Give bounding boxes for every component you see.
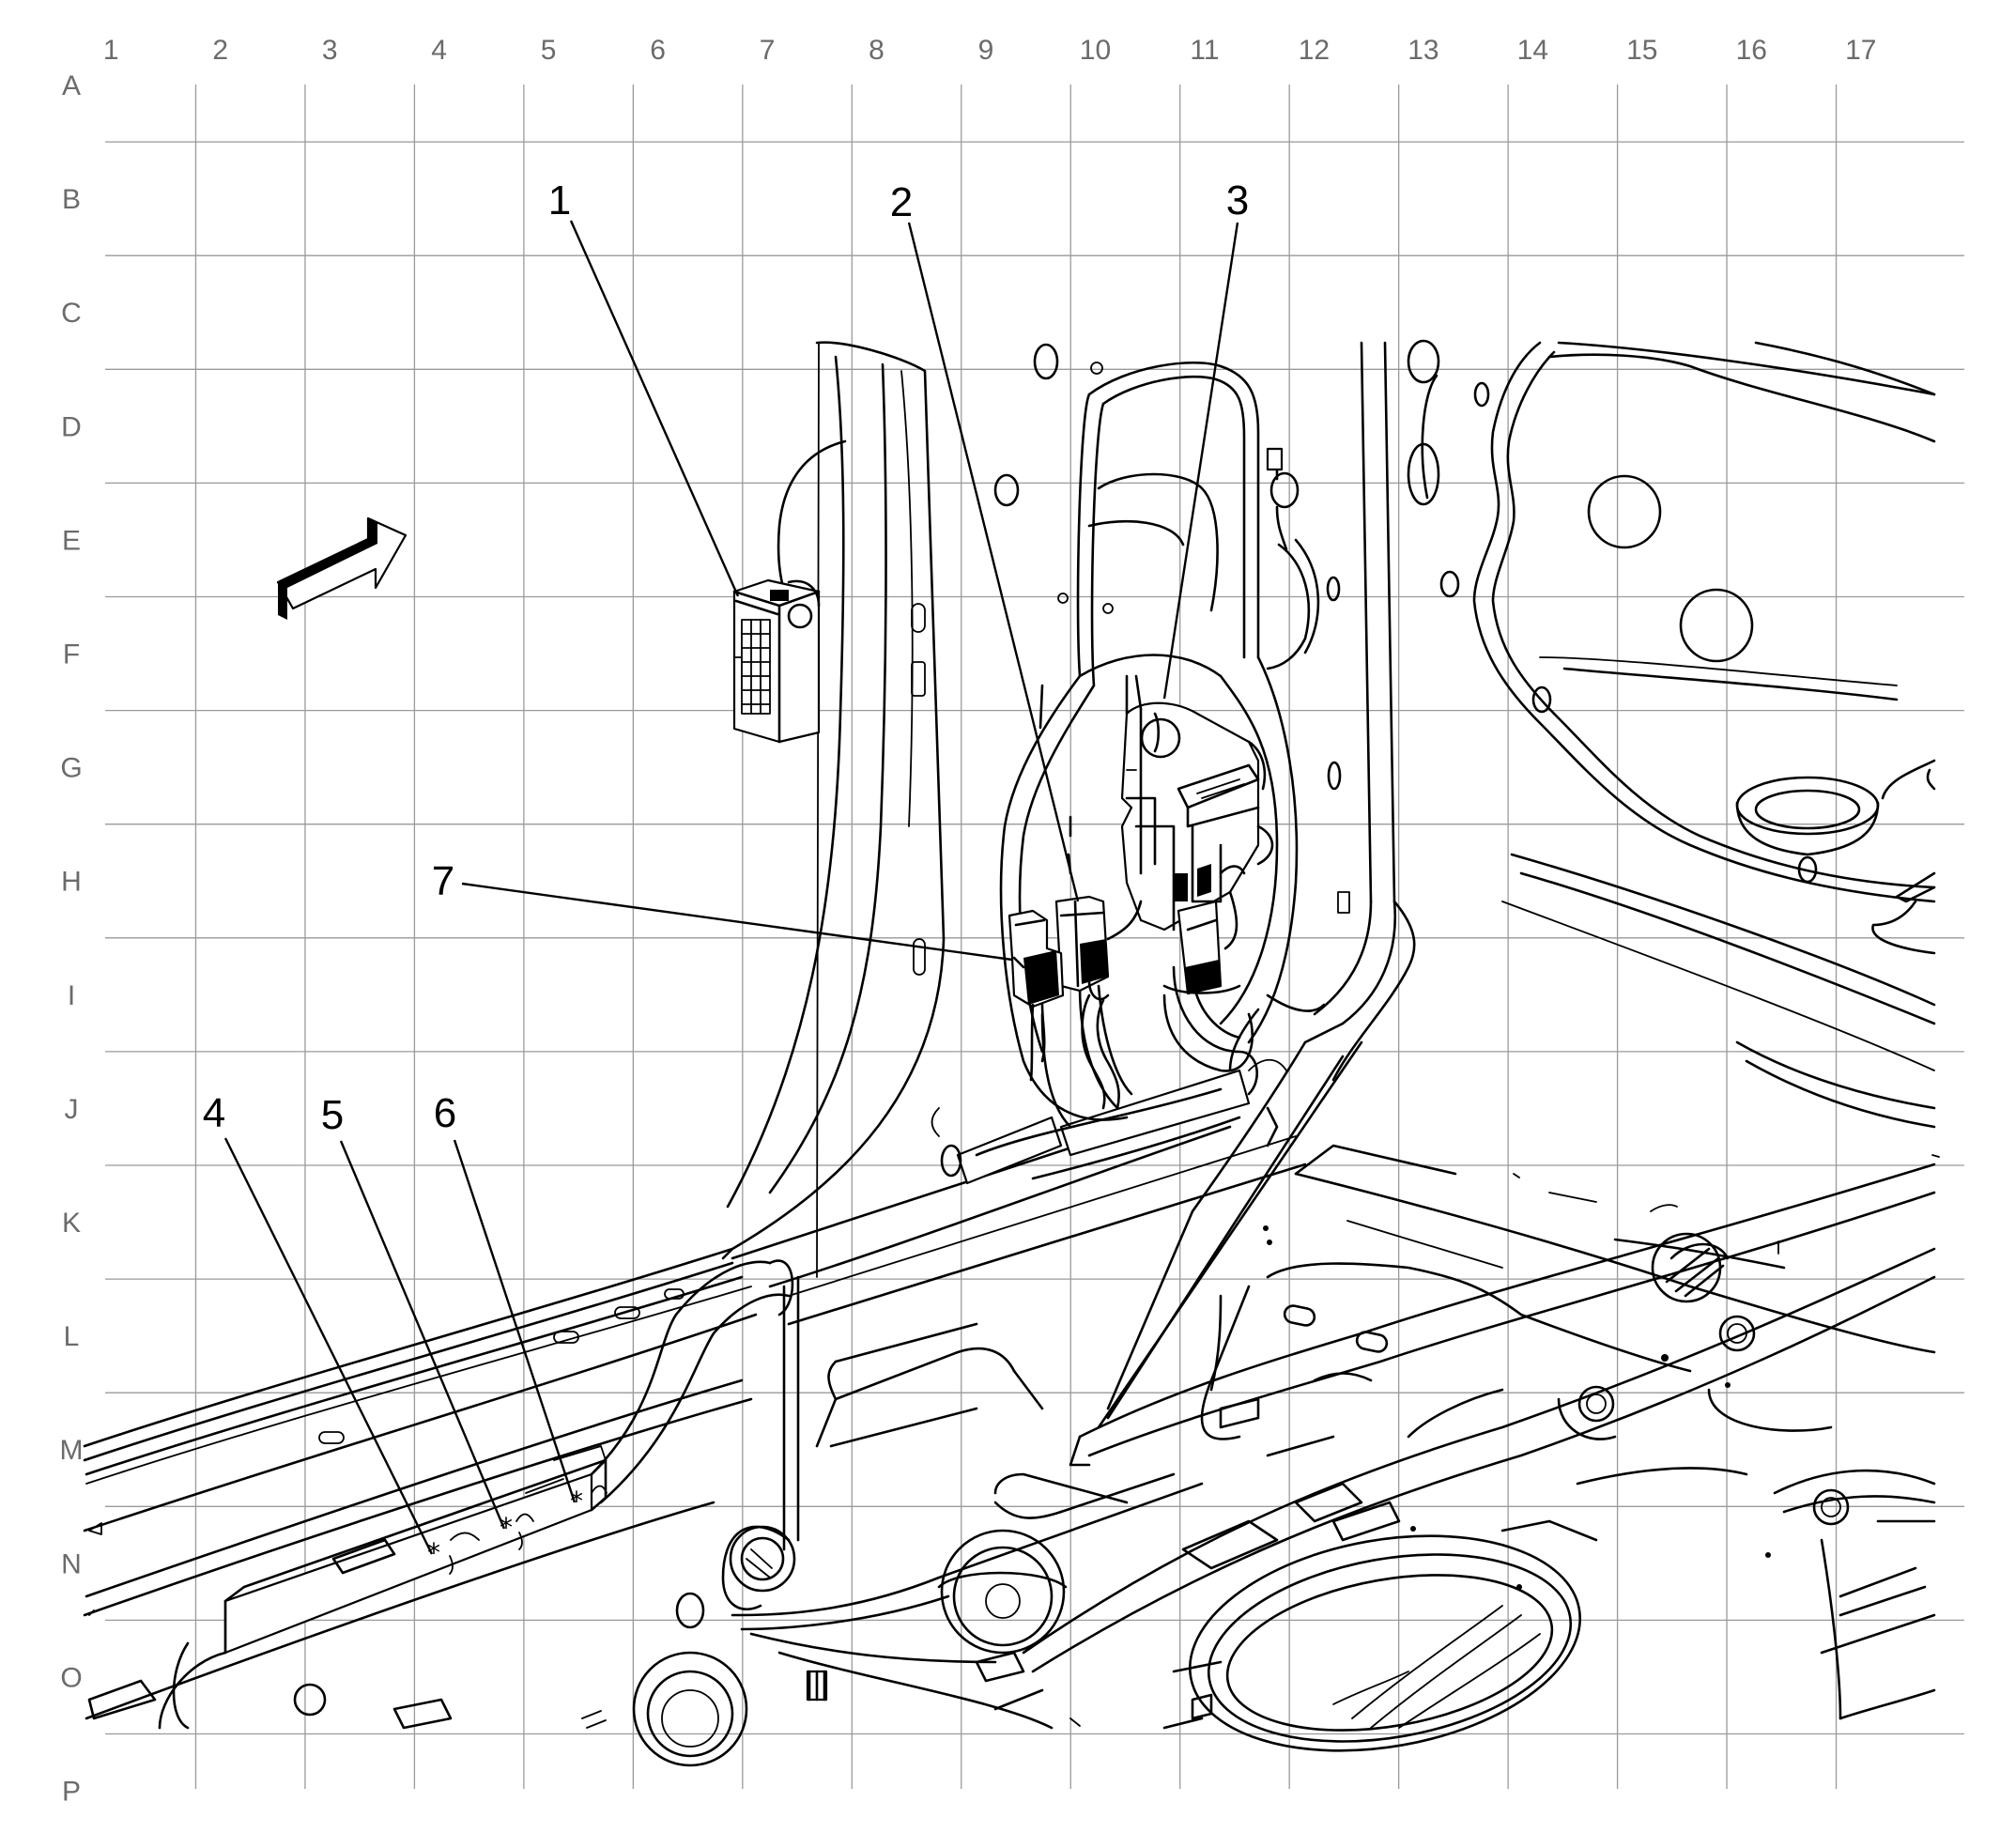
row-label: N — [61, 1548, 82, 1579]
rear-quarter-panel — [1407, 339, 1936, 955]
column-label: 17 — [1845, 35, 1876, 66]
column-label: 9 — [978, 35, 994, 66]
pillar-wiring-harness — [956, 965, 1287, 1185]
reference-grid — [105, 85, 1964, 1789]
row-label: K — [62, 1208, 81, 1239]
column-label: 8 — [869, 35, 885, 66]
row-label: G — [60, 753, 82, 784]
door-sill-upper — [931, 1087, 1279, 1180]
row-label: D — [61, 411, 82, 442]
callout-numbers: 1 2 3 4 5 6 7 — [203, 177, 1249, 1138]
column-label: 5 — [541, 35, 557, 66]
leader-line-7 — [461, 882, 1013, 962]
ground-terminal — [1266, 447, 1320, 670]
callout-7: 7 — [432, 858, 454, 904]
row-label: O — [60, 1662, 82, 1693]
callout-4: 4 — [203, 1090, 225, 1136]
column-label: 10 — [1080, 35, 1111, 66]
callout-5: 5 — [321, 1092, 344, 1138]
center-floor — [293, 1275, 1223, 1767]
b-pillar — [721, 341, 946, 1278]
column-label: 7 — [760, 35, 776, 66]
leader-line-3 — [1162, 222, 1239, 700]
connector-markers: * * * — [427, 1486, 583, 1575]
row-label: I — [68, 980, 75, 1011]
callout-6: 6 — [434, 1090, 456, 1136]
row-label: P — [62, 1777, 81, 1808]
column-label: 15 — [1626, 35, 1657, 66]
rear-pillar — [1097, 341, 1416, 1429]
column-label: 11 — [1190, 35, 1219, 66]
forward-direction-arrow-icon — [276, 516, 408, 620]
row-label: F — [63, 639, 80, 670]
svg-text:*: * — [570, 1486, 583, 1517]
leader-line-1 — [569, 220, 740, 597]
leader-line-2 — [907, 222, 1080, 902]
callout-2: 2 — [890, 179, 913, 225]
vehicle-body-drawing: * * * — [83, 339, 1940, 1767]
component-1-control-module — [732, 578, 821, 744]
column-label: 6 — [650, 35, 666, 66]
column-label: 1 — [103, 35, 119, 66]
row-label: M — [60, 1435, 84, 1466]
callout-3: 3 — [1226, 177, 1249, 223]
leader-line-5 — [339, 1140, 506, 1530]
row-label: J — [65, 1094, 79, 1125]
floor-panel — [1200, 853, 1936, 1590]
column-label: 14 — [1517, 35, 1548, 66]
column-label: 12 — [1299, 35, 1330, 66]
column-label: 13 — [1408, 35, 1438, 66]
svg-text:*: * — [427, 1537, 440, 1568]
svg-text:*: * — [500, 1512, 513, 1543]
component-3-module-bracket — [1120, 674, 1274, 995]
column-label: 3 — [322, 35, 338, 66]
misc-details — [88, 684, 1940, 1616]
column-label: 4 — [431, 35, 447, 66]
row-label: H — [61, 867, 82, 898]
callout-1: 1 — [548, 177, 571, 223]
row-labels: A B C D E F G H I J K L M N O P — [60, 70, 84, 1808]
row-label: E — [62, 525, 81, 556]
row-label: C — [61, 298, 82, 329]
connector-assembly — [1008, 895, 1241, 1110]
column-label: 2 — [212, 35, 228, 66]
row-label: B — [62, 184, 81, 215]
cross-member — [1022, 1163, 1936, 1720]
leader-line-6 — [453, 1139, 577, 1503]
row-label: L — [64, 1321, 80, 1352]
column-label: 16 — [1736, 35, 1767, 66]
spare-wheel-well — [1189, 1534, 1581, 1752]
callout-leader-lines — [223, 220, 1239, 1555]
leader-line-4 — [223, 1137, 434, 1555]
row-label: A — [62, 70, 81, 101]
